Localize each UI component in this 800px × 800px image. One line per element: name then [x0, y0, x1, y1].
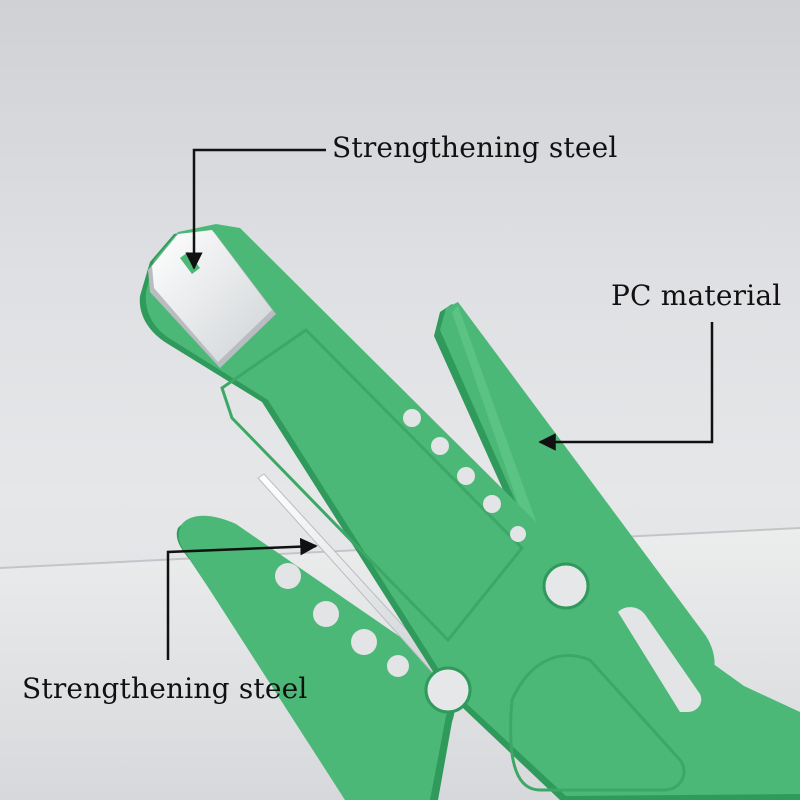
pointer-top — [185, 148, 326, 270]
lower-notch — [275, 563, 301, 589]
lower-jaw — [176, 515, 456, 800]
pointer-bottom — [166, 537, 318, 660]
pivot-hole — [424, 666, 472, 714]
pivot-hole — [542, 562, 590, 610]
callout-label-top: Strengthening steel — [332, 131, 618, 164]
main-body — [139, 224, 800, 800]
lower-notch — [351, 629, 377, 655]
callout-label-right: PC material — [611, 279, 782, 312]
lower-notch — [387, 655, 409, 677]
pointer-right — [538, 322, 714, 451]
lower-notch — [313, 601, 339, 627]
grip-panel — [220, 328, 525, 643]
callout-label-bottom: Strengthening steel — [22, 672, 308, 705]
